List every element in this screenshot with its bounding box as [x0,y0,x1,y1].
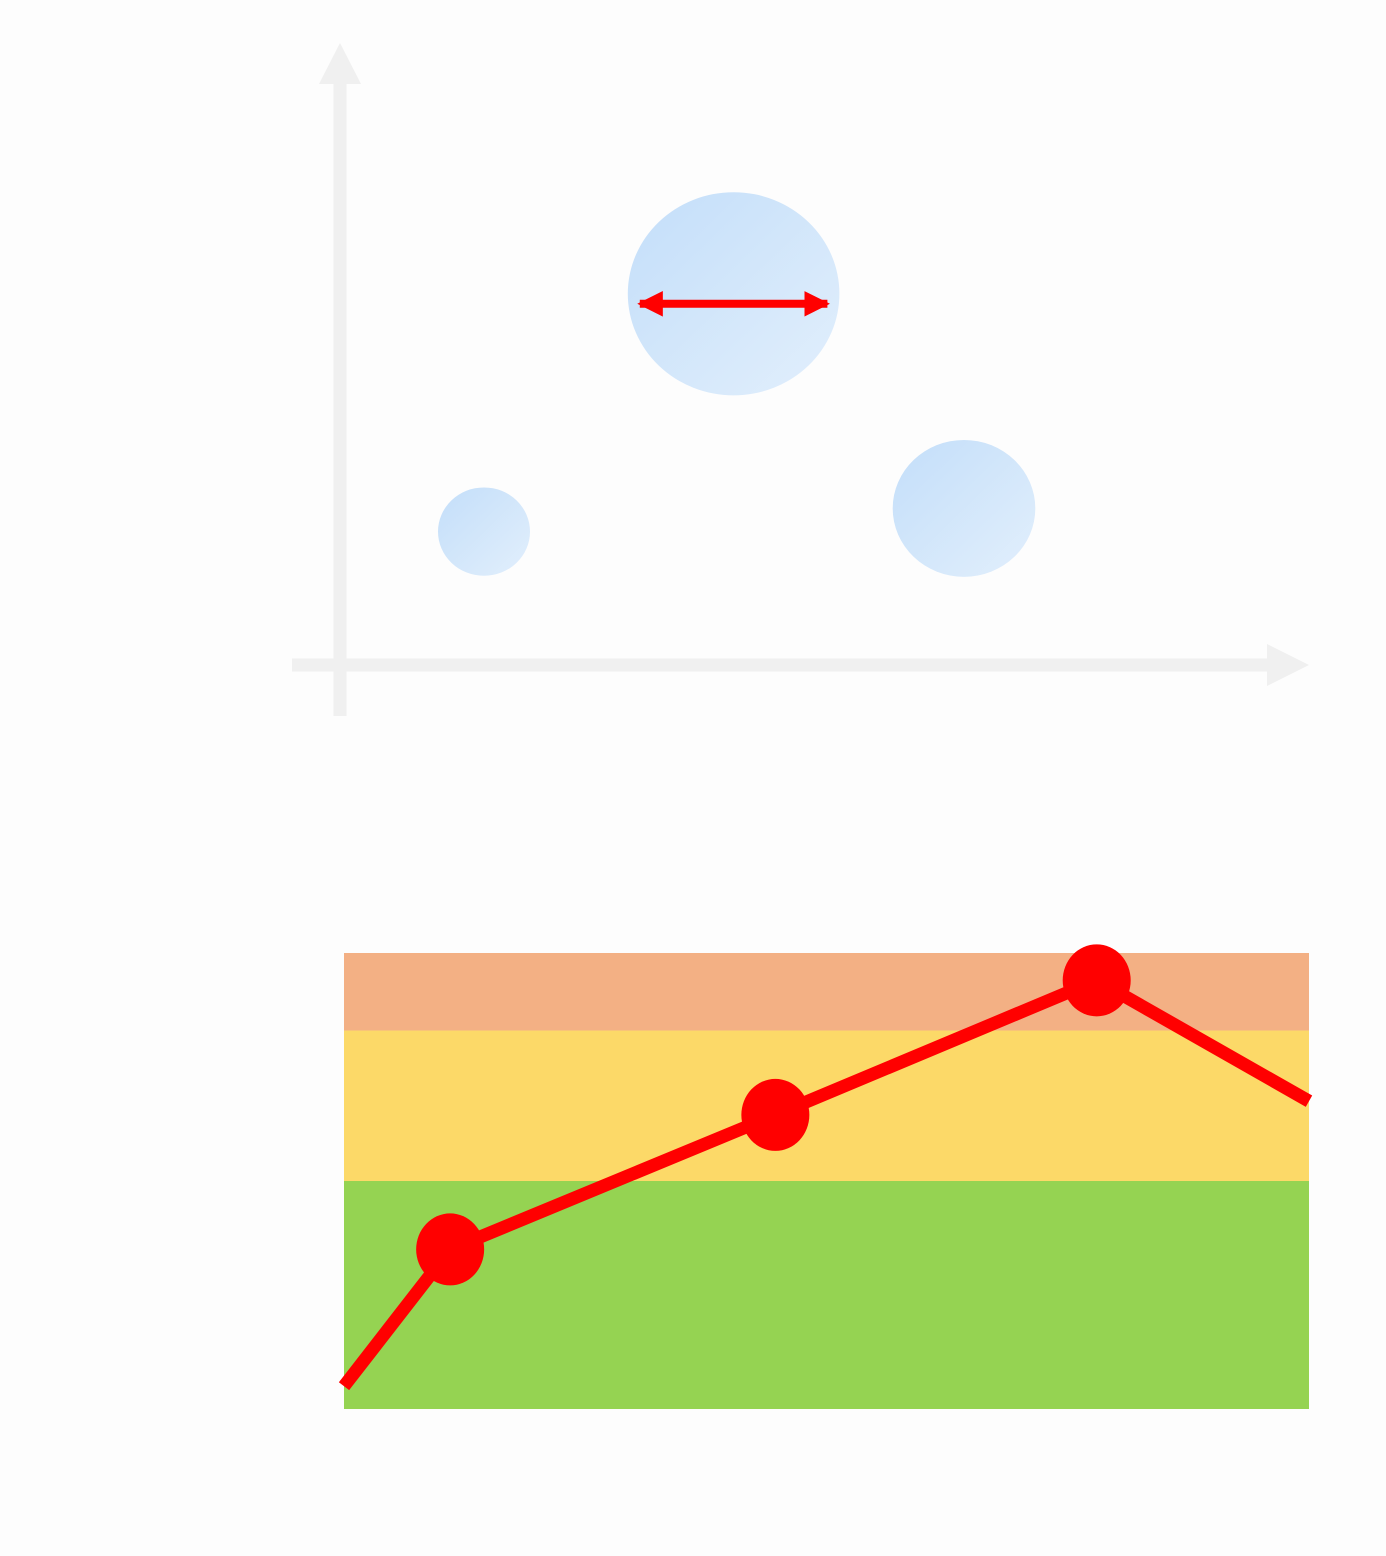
bubble-1 [438,487,530,576]
x-axis-arrowhead [1267,644,1309,686]
banded-line-chart [338,944,1313,1409]
bubble-2 [627,192,840,396]
bubbles [438,192,1036,577]
band-mid [344,1030,1309,1181]
data-point-3 [741,1078,810,1151]
y-axis-arrowhead [319,43,361,84]
band-low [344,1181,1309,1409]
bubble-chart-axes [292,43,1309,716]
bubble-3 [892,439,1036,577]
line-markers [416,944,1131,1286]
threshold-bands [344,953,1309,1409]
data-point-4 [1062,944,1131,1017]
data-point-2 [416,1213,485,1286]
band-high [344,953,1309,1031]
bubble-chart [292,43,1309,716]
